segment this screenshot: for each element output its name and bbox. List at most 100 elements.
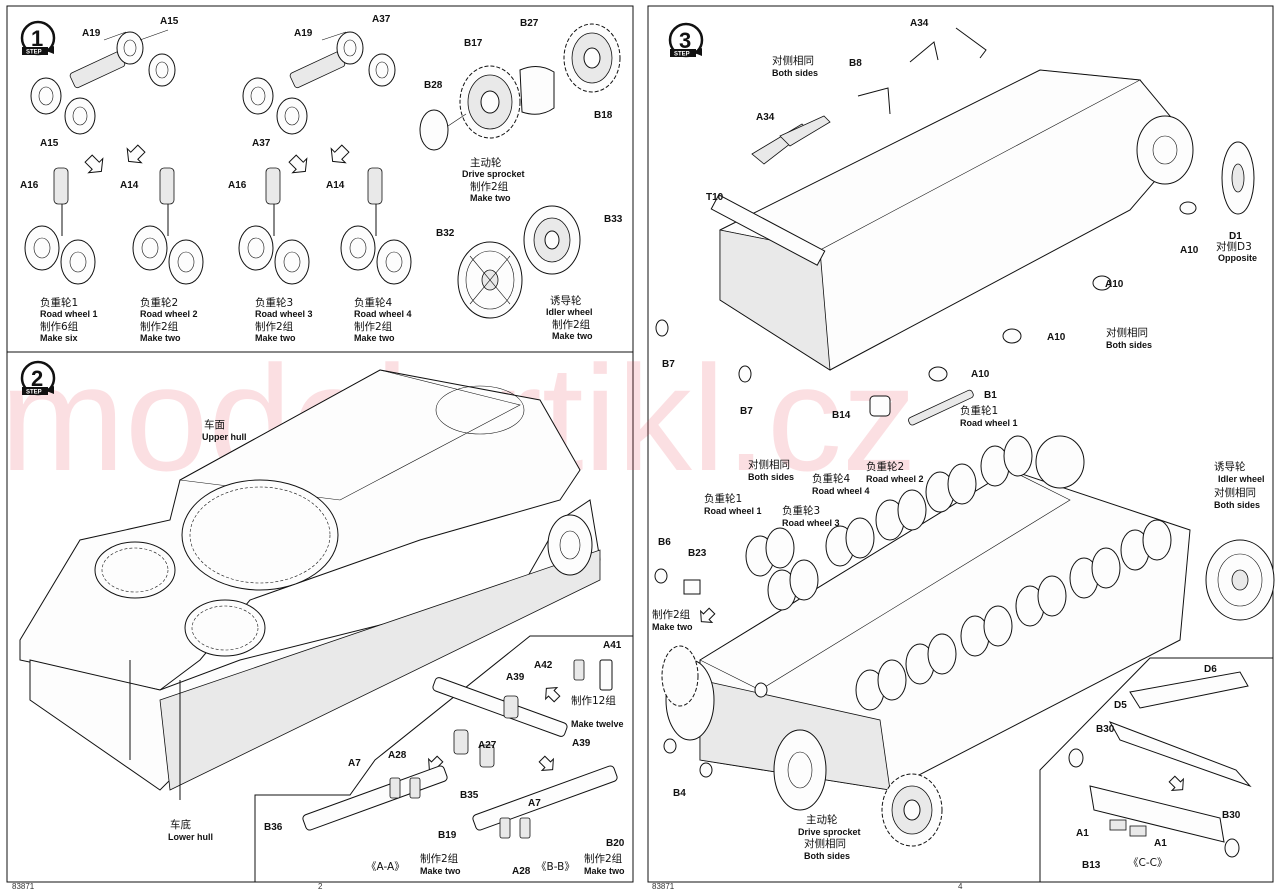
label-a41: A41 — [603, 640, 622, 651]
code-left: 83871 — [12, 882, 35, 891]
ds-make-en: Make two — [470, 193, 511, 203]
rw1-cn: 负重轮1 — [40, 296, 78, 309]
lower-hull-cn: 车底 — [170, 818, 191, 831]
rw3-en-s3: Road wheel 3 — [782, 518, 840, 528]
rw3-cn: 负重轮3 — [255, 296, 293, 309]
step3-cc-detail — [1068, 671, 1252, 858]
label-b8: B8 — [849, 58, 862, 69]
bothsides1-en: Both sides — [772, 68, 818, 78]
label-a14-2: A14 — [326, 180, 345, 191]
label-a15-top: A15 — [160, 16, 179, 27]
step1-word: STEP — [26, 50, 42, 56]
rw4-make-en: Make two — [354, 333, 395, 343]
iw-en: Idler wheel — [546, 307, 593, 317]
rw3-en: Road wheel 3 — [255, 309, 313, 319]
step3-subpanel-frame — [1039, 657, 1273, 882]
label-b1: B1 — [984, 390, 997, 401]
rw1-make-en: Make six — [40, 333, 78, 343]
rw3-make-cn: 制作2组 — [255, 320, 294, 333]
page-left: 2 — [318, 882, 323, 891]
step1-drive-sprocket — [419, 23, 621, 151]
label-b20: B20 — [606, 838, 625, 849]
d1-en: Opposite — [1218, 253, 1257, 263]
label-a37-bottom: A37 — [252, 138, 271, 149]
bothsides1-cn: 对侧相同 — [772, 54, 814, 67]
cc-label: 《C-C》 — [1128, 857, 1167, 869]
label-b7-1: B7 — [662, 359, 675, 370]
step3-lower-chassis — [665, 469, 1191, 811]
label-a34-left: A34 — [756, 112, 775, 123]
label-b19: B19 — [438, 830, 457, 841]
bothsides3-en: Both sides — [748, 472, 794, 482]
label-d5: D5 — [1114, 700, 1127, 711]
step1-bogie-3 — [238, 167, 310, 285]
label-a34-top: A34 — [910, 18, 929, 29]
label-a27: A27 — [478, 740, 497, 751]
rw4-en-s3: Road wheel 4 — [812, 486, 870, 496]
bb-make-cn: 制作2组 — [584, 852, 623, 865]
bothsides2-en: Both sides — [1106, 340, 1152, 350]
rw4-cn-s3: 负重轮4 — [812, 472, 850, 485]
label-a39-2: A39 — [572, 738, 591, 749]
rw1-make-cn: 制作6组 — [40, 320, 79, 333]
label-b14: B14 — [832, 410, 851, 421]
iw-en-s3: Idler wheel — [1218, 474, 1265, 484]
step3-drive-sprocket — [661, 645, 943, 847]
step2-lower-hull — [29, 499, 601, 800]
rw3-cn-s3: 负重轮3 — [782, 504, 820, 517]
rw1a-cn: 负重轮1 — [960, 404, 998, 417]
step2-frame — [6, 351, 634, 883]
upper-hull-en: Upper hull — [202, 432, 247, 442]
label-a28-1: A28 — [388, 750, 407, 761]
iw-both-en: Both sides — [1214, 500, 1260, 510]
step2-number: 2 — [31, 366, 43, 391]
rw1-en: Road wheel 1 — [40, 309, 98, 319]
step3-idler-wheel — [1205, 539, 1275, 621]
ds-both-cn: 对侧相同 — [804, 837, 846, 850]
step1-bogie-4 — [340, 167, 412, 285]
label-a7-1: A7 — [348, 758, 361, 769]
step1-roadwheel-subassembly-b — [242, 31, 396, 135]
label-b36: B36 — [264, 822, 283, 833]
ds-en: Drive sprocket — [462, 169, 525, 179]
step1-bogie-1 — [24, 167, 96, 285]
label-a16-1: A16 — [20, 180, 39, 191]
rw1b-en: Road wheel 1 — [704, 506, 762, 516]
panel-frames — [6, 5, 1274, 883]
step2-upper-hull — [19, 369, 581, 691]
rw4-make-cn: 制作2组 — [354, 320, 393, 333]
rw2-make-en: Make two — [140, 333, 181, 343]
label-b35: B35 — [460, 790, 479, 801]
label-a39-1: A39 — [506, 672, 525, 683]
label-b6: B6 — [658, 537, 671, 548]
label-b33: B33 — [604, 214, 623, 225]
label-a10-3: A10 — [1047, 332, 1066, 343]
label-b30-1: B30 — [1096, 724, 1115, 735]
step3-number: 3 — [679, 28, 691, 53]
bb-make-en: Make two — [584, 866, 625, 876]
label-a28-2: A28 — [512, 866, 531, 877]
label-a7-2: A7 — [528, 798, 541, 809]
step1-direction-arrows — [84, 144, 350, 174]
label-b7-2: B7 — [740, 406, 753, 417]
step3-hull-top — [710, 69, 1255, 371]
bothsides3-cn: 对侧相同 — [748, 458, 790, 471]
ds-cn: 主动轮 — [470, 156, 502, 169]
step1-roadwheel-subassembly-a — [30, 29, 176, 135]
rw2-en: Road wheel 2 — [140, 309, 198, 319]
bothsides2-cn: 对侧相同 — [1106, 326, 1148, 339]
ds-cn-s3: 主动轮 — [806, 813, 838, 826]
label-a10-1: A10 — [1180, 245, 1199, 256]
d1-cn: 对侧D3 — [1216, 240, 1252, 253]
label-a1-2: A1 — [1154, 838, 1167, 849]
rw4-cn: 负重轮4 — [354, 296, 392, 309]
upper-hull-cn: 车面 — [204, 418, 225, 431]
rw1b-cn: 负重轮1 — [704, 492, 742, 505]
label-b4: B4 — [673, 788, 686, 799]
label-b27: B27 — [520, 18, 539, 29]
label-b32: B32 — [436, 228, 455, 239]
label-b18: B18 — [594, 110, 613, 121]
step1-number: 1 — [31, 26, 43, 51]
rw2-cn: 负重轮2 — [140, 296, 178, 309]
label-a10-4: A10 — [971, 369, 990, 380]
